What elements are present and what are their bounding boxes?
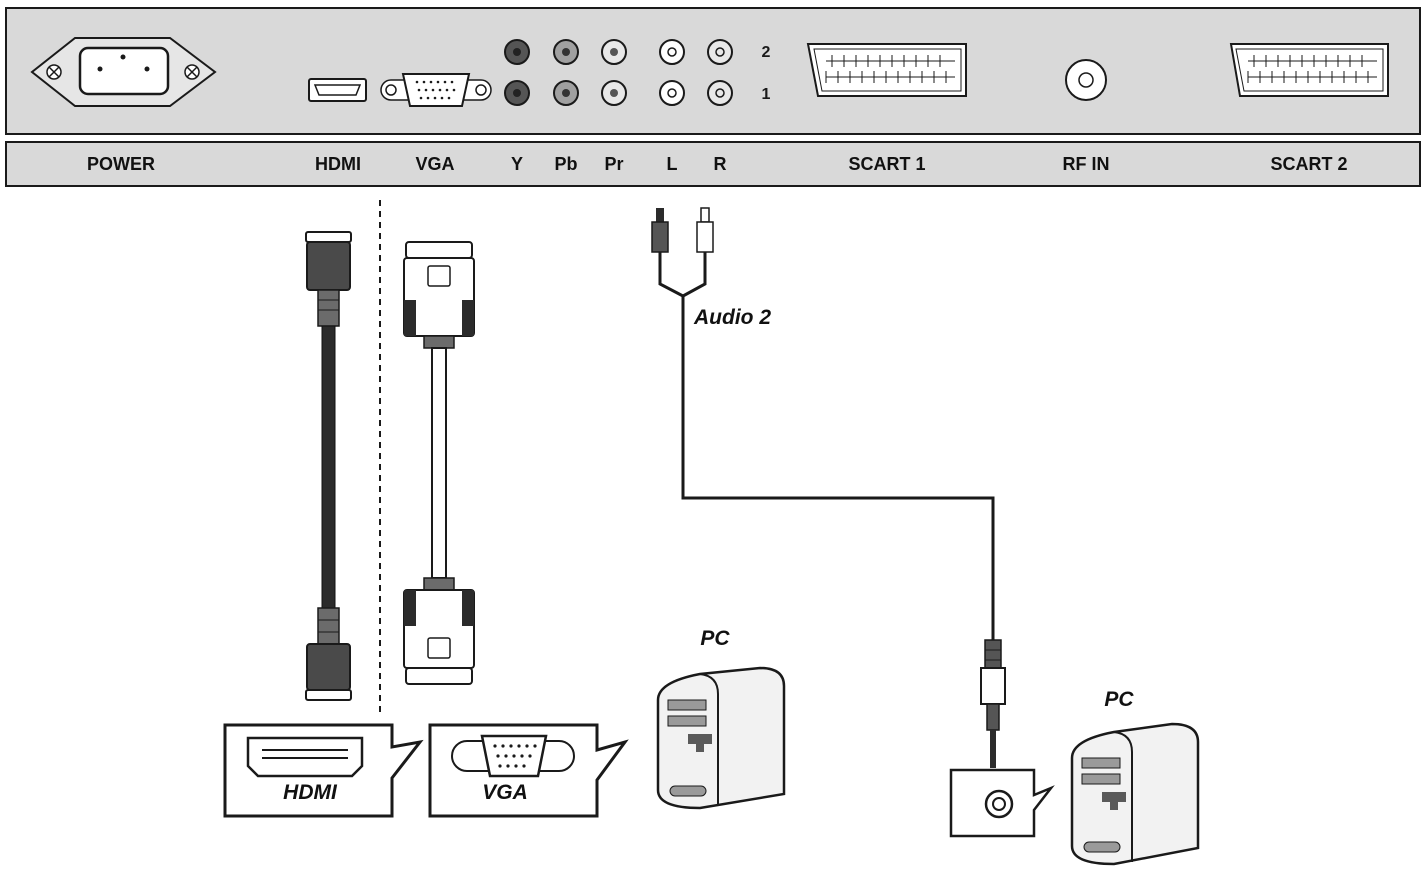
rf-in-port-icon — [1065, 59, 1107, 101]
vga-port-icon — [380, 73, 492, 107]
hdmi-cable-icon — [305, 231, 352, 701]
callout-hdmi-label: HDMI — [283, 781, 338, 804]
row-number-top: 2 — [762, 44, 771, 61]
pc-right-icon — [1070, 722, 1200, 866]
hdmi-port-icon — [308, 78, 367, 102]
audio-jack-icon — [984, 789, 1014, 819]
label-power: POWER — [87, 154, 155, 174]
row-number-bottom: 1 — [762, 86, 771, 103]
vga-callout: VGA — [428, 723, 629, 818]
label-scart1: SCART 1 — [848, 154, 925, 174]
audio-cable-label: Audio 2 — [693, 306, 771, 329]
vga-port-icon — [451, 734, 575, 778]
power-socket-icon — [30, 37, 217, 107]
tv-rear-panel: 2 1 POWER — [5, 7, 1421, 187]
label-r: R — [714, 154, 727, 174]
label-rf-in: RF IN — [1063, 154, 1110, 174]
hdmi-port-icon — [246, 736, 364, 778]
hdmi-callout: HDMI — [223, 723, 424, 818]
label-hdmi: HDMI — [315, 154, 361, 174]
audio-jack-callout — [949, 768, 1055, 838]
label-vga: VGA — [415, 154, 454, 174]
pc-left-icon — [656, 666, 786, 810]
vga-cable-icon — [403, 241, 475, 685]
scart1-port-icon — [806, 43, 967, 97]
label-l: L — [667, 154, 678, 174]
rca-jacks-icon — [504, 39, 733, 106]
audio-cable-icon — [651, 207, 1006, 768]
label-pr: Pr — [604, 154, 623, 174]
label-y: Y — [511, 154, 523, 174]
label-scart2: SCART 2 — [1270, 154, 1347, 174]
scart2-port-icon — [1229, 43, 1389, 97]
label-pb: Pb — [554, 154, 577, 174]
pc-left-label: PC — [700, 627, 730, 650]
pc-right-label: PC — [1104, 688, 1134, 711]
callout-vga-label: VGA — [482, 781, 528, 804]
